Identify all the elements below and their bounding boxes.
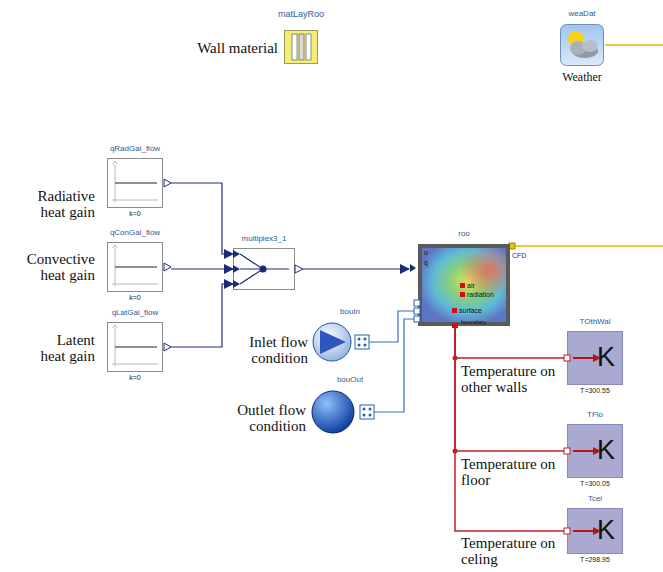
weather-bus [605, 44, 663, 46]
source-block: qLatGai_flowk=0 [107, 322, 163, 372]
heat-connector [455, 328, 564, 358]
block-name: qRadGai_flow [95, 145, 175, 154]
description-label: Latent heat gain [33, 332, 95, 364]
outlet-boundary: bouOut [311, 390, 375, 434]
description-label: Convective heat gain [15, 251, 95, 283]
description-label: Wall material [150, 40, 278, 56]
inlet-boundary: bouIn [312, 322, 370, 362]
block-text: k=0 [107, 210, 163, 218]
block-text: surface [459, 307, 482, 315]
block-text: K [597, 516, 615, 546]
block-text: radiation [467, 291, 494, 299]
block-name: weaDat [552, 10, 612, 19]
material-icon-art [284, 30, 318, 64]
block-text: K [597, 343, 615, 373]
block-name: roo [444, 230, 484, 239]
source-block-art [107, 322, 163, 372]
description-label: Inlet flow condition [222, 334, 308, 366]
signal-connector [171, 268, 233, 269]
weather-bus [514, 245, 663, 247]
temperature-source: TceiKT=298.95 [567, 508, 623, 554]
block-name: matLayRoo [261, 10, 341, 20]
temperature-source: TFloKT=300.05 [567, 424, 623, 478]
heat-connector [455, 328, 564, 451]
block-name: bouOut [325, 376, 375, 385]
block-text: CFD [512, 252, 526, 260]
signal-connector [171, 183, 233, 254]
description-label: Temperature on other walls [461, 363, 561, 395]
multiplex-block-art [233, 248, 295, 290]
block-text: boundary [461, 319, 486, 326]
block-name: qLatGai_flow [95, 309, 175, 318]
block-text: u [424, 249, 428, 257]
source-block-art [107, 242, 163, 292]
block-text: air [467, 282, 475, 290]
signal-connector [171, 284, 233, 347]
block-text: q [424, 259, 428, 267]
block-name: multiplex3_1 [224, 235, 304, 244]
inlet-boundary-art [312, 322, 370, 362]
block-text: Weather [552, 71, 612, 84]
block-name: Tcei [555, 495, 635, 504]
block-text: T=298.95 [555, 556, 635, 564]
multiplex-block: multiplex3_1 [233, 248, 295, 290]
block-text: K [597, 436, 615, 466]
block-text: k=0 [107, 294, 163, 302]
temperature-source: TOthWalKT=300.55 [567, 331, 623, 385]
block-text: k=0 [107, 374, 163, 382]
block-name: TFlo [555, 411, 635, 420]
block-name: qConGai_flow [95, 229, 175, 238]
source-block-art [107, 158, 163, 208]
source-block: qConGai_flowk=0 [107, 242, 163, 292]
fluid-connector [369, 311, 414, 342]
material-icon: matLayRoo [284, 30, 318, 64]
block-name: bouIn [330, 308, 370, 317]
weather-icon: weaDatWeather [560, 24, 604, 66]
weather-icon-art [560, 24, 604, 66]
description-label: Temperature on floor [461, 456, 561, 488]
signal-connector [303, 268, 409, 269]
description-label: Radiative heat gain [15, 188, 95, 220]
block-text: T=300.05 [555, 480, 635, 488]
block-name: TOthWal [555, 318, 635, 327]
room-cfd-block: roouqairradiationsurfaceboundaryCFD [418, 244, 510, 326]
description-label: Outlet flow condition [212, 402, 306, 434]
fluid-connector [374, 319, 414, 412]
description-label: Temperature on celing [461, 535, 561, 567]
source-block: qRadGai_flowk=0 [107, 158, 163, 208]
heat-connector [455, 328, 564, 531]
outlet-boundary-art [311, 390, 375, 434]
block-text: T=300.55 [555, 387, 635, 395]
